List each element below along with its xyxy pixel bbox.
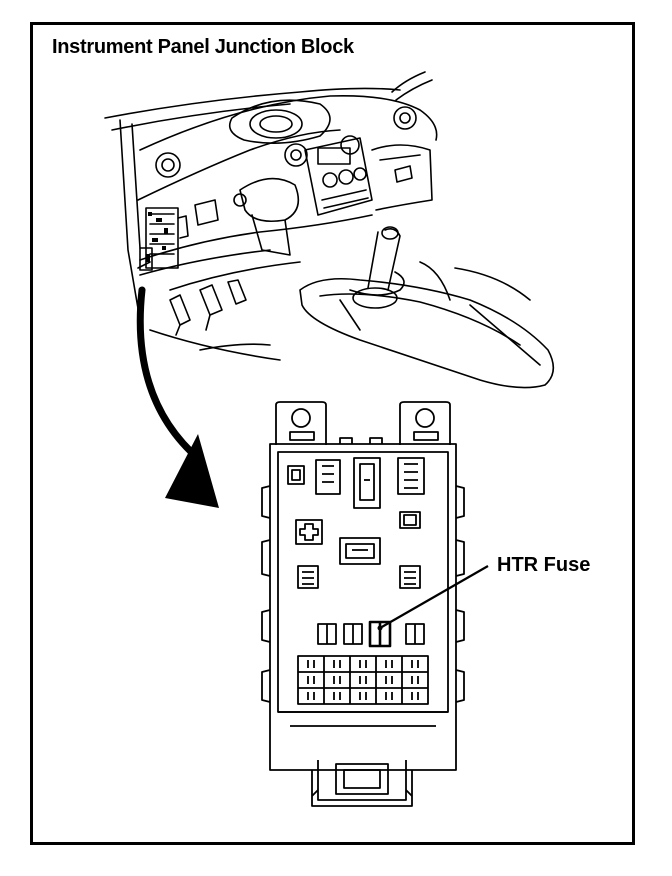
junction-block-detail [261, 401, 465, 807]
dashboard-illustration [104, 71, 555, 389]
htr-fuse-label: HTR Fuse [497, 554, 591, 576]
junction-block-location [146, 212, 168, 262]
pointer-arrow [136, 286, 219, 508]
htr-fuse-marker [377, 625, 383, 631]
diagram-frame [30, 22, 635, 845]
diagram-title: Instrument Panel Junction Block [52, 36, 354, 58]
htr-fuse-leader-line [379, 565, 489, 629]
